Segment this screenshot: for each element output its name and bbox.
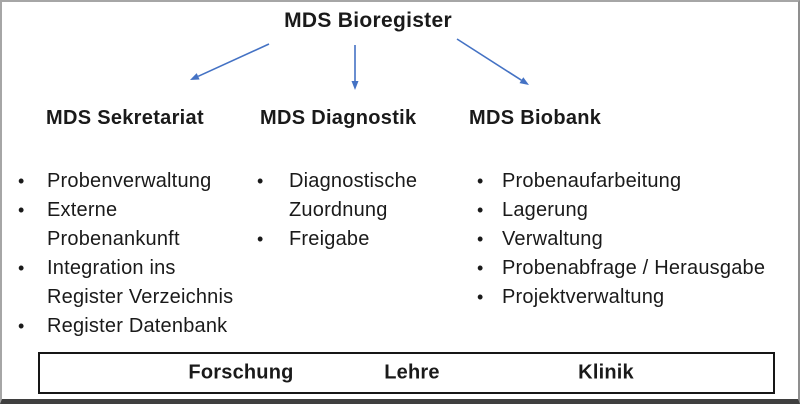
bullet-dot-icon: •	[257, 171, 264, 191]
connector-arrows	[190, 38, 529, 90]
list-item-label: Lagerung	[502, 199, 589, 221]
bullet-dot-icon: •	[18, 171, 25, 191]
list-item-label: Diagnostische Zuordnung	[289, 170, 418, 221]
list-item-label: Probenaufarbeitung	[502, 170, 682, 192]
list-item: • Probenverwaltung	[18, 167, 250, 196]
list-item: • Probenaufarbeitung	[469, 167, 784, 196]
column-mds-sekretariat: MDS Sekretariat • Probenverwaltung • Ext…	[18, 104, 250, 341]
bullet-dot-icon: •	[18, 258, 25, 278]
arrow-down-icon	[351, 45, 359, 90]
column-header: MDS Diagnostik	[260, 107, 417, 129]
list-item-label: Integration ins Register Verzeichnis	[47, 257, 234, 308]
list-item: • Verwaltung	[469, 225, 784, 254]
arrow-down-left-icon	[190, 43, 270, 80]
bullet-dot-icon: •	[257, 229, 264, 249]
column-header: MDS Sekretariat	[46, 107, 204, 129]
footer-label-klinik: Klinik	[578, 361, 634, 384]
list-item: • Freigabe	[256, 225, 446, 254]
bullet-dot-icon: •	[18, 200, 25, 220]
list-item: • Diagnostische Zuordnung	[256, 167, 446, 225]
list-item-label: Freigabe	[289, 228, 370, 250]
bullet-dot-icon: •	[477, 258, 484, 278]
bullet-list: • Diagnostische Zuordnung • Freigabe	[256, 167, 446, 254]
list-item-label: Register Datenbank	[47, 315, 228, 337]
footer-label-lehre: Lehre	[384, 361, 440, 384]
bullet-dot-icon: •	[477, 200, 484, 220]
list-item: • Projektverwaltung	[469, 283, 784, 312]
column-mds-biobank: MDS Biobank • Probenaufarbeitung • Lager…	[469, 104, 784, 312]
bullet-dot-icon: •	[477, 287, 484, 307]
list-item-label: Projektverwaltung	[502, 286, 665, 308]
bullet-list: • Probenverwaltung • Externe Probenankun…	[18, 167, 250, 341]
column-mds-diagnostik: MDS Diagnostik • Diagnostische Zuordnung…	[256, 104, 446, 254]
list-item: • Lagerung	[469, 196, 784, 225]
list-item-label: Externe Probenankunft	[47, 199, 180, 250]
list-item-label: Verwaltung	[502, 228, 603, 250]
bullet-dot-icon: •	[477, 229, 484, 249]
list-item: • Integration ins Register Verzeichnis	[18, 254, 250, 312]
bullet-list: • Probenaufarbeitung • Lagerung • Verwal…	[469, 167, 784, 312]
column-header: MDS Biobank	[469, 107, 602, 129]
list-item: • Probenabfrage / Herausgabe	[469, 254, 784, 283]
bullet-dot-icon: •	[18, 316, 25, 336]
bullet-dot-icon: •	[477, 171, 484, 191]
diagram-title: MDS Bioregister	[284, 9, 452, 32]
list-item-label: Probenverwaltung	[47, 170, 212, 192]
footer-box: Forschung Lehre Klinik	[38, 352, 775, 394]
list-item: • Register Datenbank	[18, 312, 250, 341]
list-item-label: Probenabfrage / Herausgabe	[502, 257, 766, 279]
list-item: • Externe Probenankunft	[18, 196, 250, 254]
footer-label-forschung: Forschung	[188, 361, 294, 384]
arrow-down-right-icon	[456, 38, 529, 85]
